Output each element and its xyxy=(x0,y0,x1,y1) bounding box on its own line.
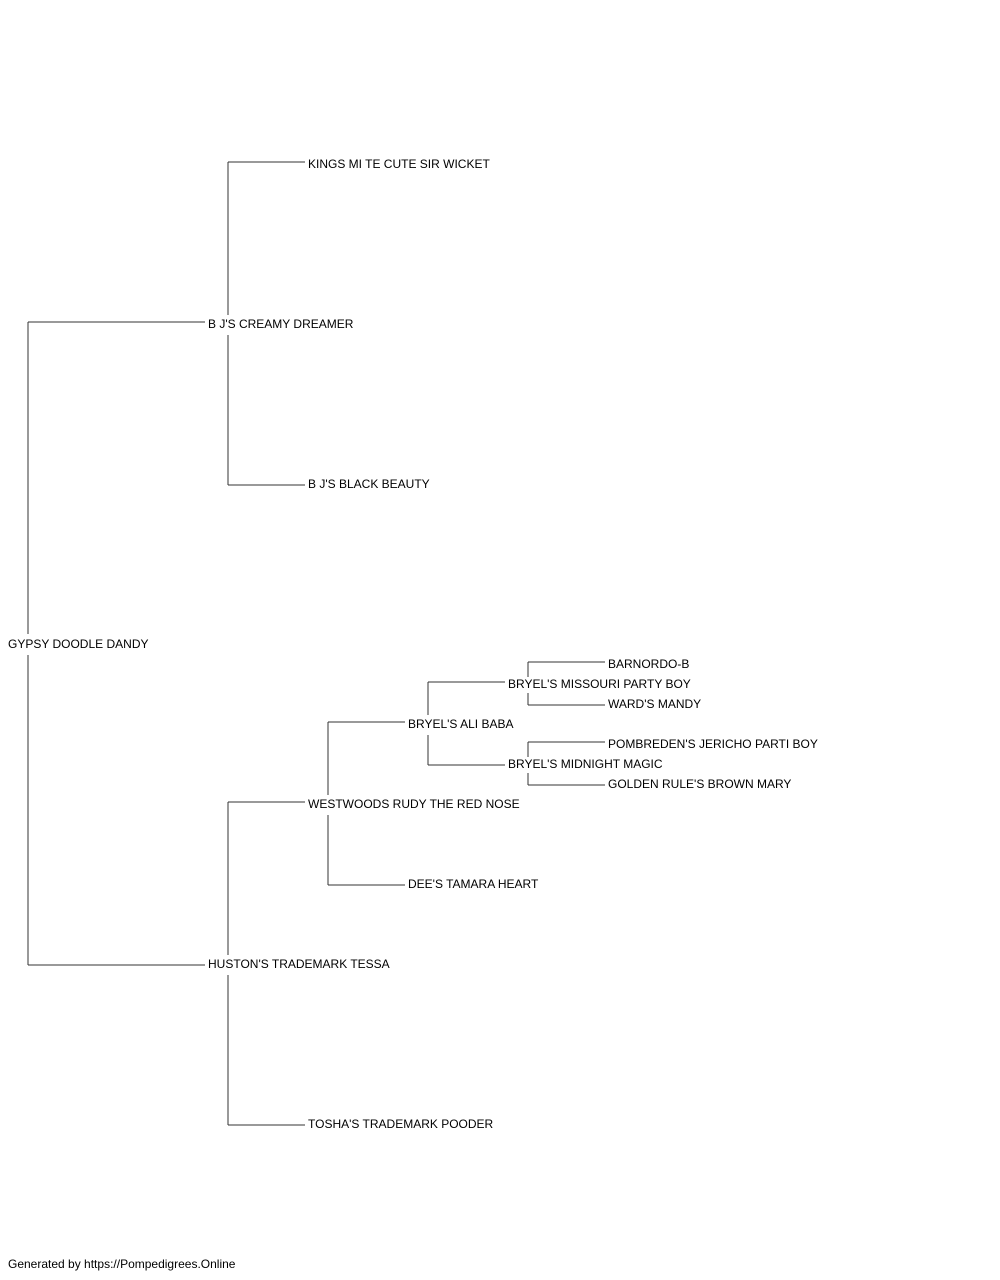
ancestor-wards-mandy: WARD'S MANDY xyxy=(608,697,702,711)
sire-sire-name: KINGS MI TE CUTE SIR WICKET xyxy=(308,157,490,171)
dam-sire-sire-dam-name: BRYEL'S MIDNIGHT MAGIC xyxy=(508,757,663,771)
subject-name: GYPSY DOODLE DANDY xyxy=(8,637,149,651)
dam-sire-sire-sire-name: BRYEL'S MISSOURI PARTY BOY xyxy=(508,677,691,691)
ancestor-barnordo-b: BARNORDO-B xyxy=(608,657,690,671)
sire-name: B J'S CREAMY DREAMER xyxy=(208,317,354,331)
sire-dam-name: B J'S BLACK BEAUTY xyxy=(308,477,430,491)
dam-name: HUSTON'S TRADEMARK TESSA xyxy=(208,957,390,971)
ancestor-pombredens-jericho: POMBREDEN'S JERICHO PARTI BOY xyxy=(608,737,818,751)
dam-sire-sire-name: BRYEL'S ALI BABA xyxy=(408,717,514,731)
ancestor-golden-rules-brown-mary: GOLDEN RULE'S BROWN MARY xyxy=(608,777,792,791)
generated-by-footer: Generated by https://Pompedigrees.Online xyxy=(8,1257,236,1271)
dam-sire-dam-name: DEE'S TAMARA HEART xyxy=(408,877,539,891)
dam-dam-name: TOSHA'S TRADEMARK POODER xyxy=(308,1117,494,1131)
dam-sire-name: WESTWOODS RUDY THE RED NOSE xyxy=(308,797,520,811)
